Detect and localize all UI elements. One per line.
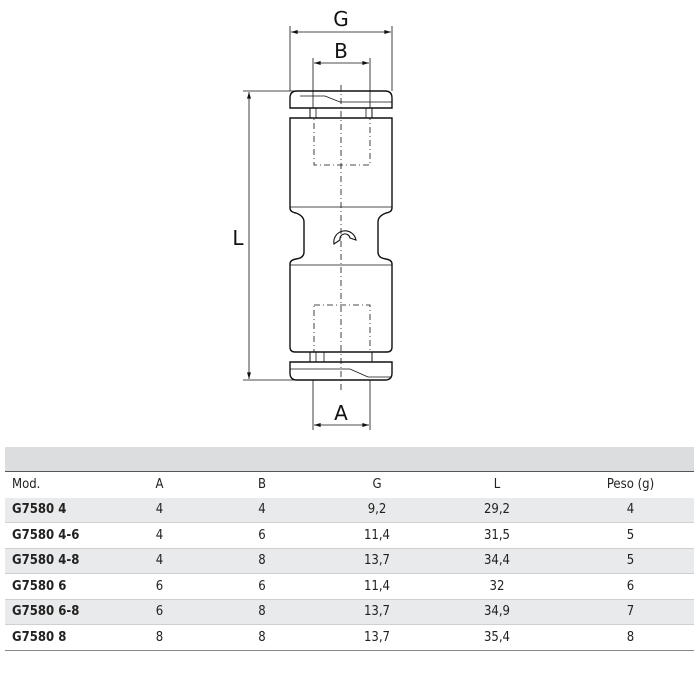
table-title-band — [5, 447, 694, 471]
value-cell: 6 — [197, 573, 327, 600]
dimension-lines — [243, 26, 393, 430]
value-cell: 34,9 — [427, 599, 567, 625]
value-cell: 4 — [122, 522, 197, 549]
value-cell: 35,4 — [427, 624, 567, 651]
value-cell: 5 — [567, 522, 694, 549]
value-cell: 9,2 — [327, 497, 427, 523]
value-cell: 8 — [197, 599, 327, 625]
value-cell: 13,7 — [327, 624, 427, 651]
dimension-label-g: G — [333, 7, 349, 31]
hidden-lines — [313, 85, 371, 390]
column-header: Peso (g) — [567, 471, 694, 498]
value-cell: 6 — [567, 573, 694, 600]
value-cell: 31,5 — [427, 522, 567, 549]
value-cell: 13,7 — [327, 548, 427, 574]
model-cell: G7580 4-8 — [5, 548, 122, 574]
value-cell: 4 — [197, 497, 327, 523]
value-cell: 8 — [197, 624, 327, 651]
value-cell: 29,2 — [427, 497, 567, 523]
value-cell: 13,7 — [327, 599, 427, 625]
value-cell: 8 — [122, 624, 197, 651]
column-header: A — [122, 471, 197, 498]
value-cell: 4 — [567, 497, 694, 523]
model-cell: G7580 4 — [5, 497, 122, 523]
model-cell: G7580 4-6 — [5, 522, 122, 549]
model-cell: G7580 6-8 — [5, 599, 122, 625]
column-header: L — [427, 471, 567, 498]
value-cell: 34,4 — [427, 548, 567, 574]
dimension-label-b: B — [334, 39, 348, 63]
value-cell: 6 — [197, 522, 327, 549]
value-cell: 7 — [567, 599, 694, 625]
value-cell: 8 — [567, 624, 694, 651]
value-cell: 11,4 — [327, 522, 427, 549]
value-cell: 32 — [427, 573, 567, 600]
model-cell: G7580 6 — [5, 573, 122, 600]
value-cell: 4 — [122, 497, 197, 523]
value-cell: 6 — [122, 599, 197, 625]
value-cell: 4 — [122, 548, 197, 574]
value-cell: 6 — [122, 573, 197, 600]
column-header: B — [197, 471, 327, 498]
dimension-label-l: L — [232, 226, 244, 250]
dimension-label-a: A — [334, 401, 348, 425]
model-cell: G7580 8 — [5, 624, 122, 651]
column-header: G — [327, 471, 427, 498]
column-header: Mod. — [5, 471, 122, 498]
value-cell: 11,4 — [327, 573, 427, 600]
value-cell: 8 — [197, 548, 327, 574]
value-cell: 5 — [567, 548, 694, 574]
fitting-technical-drawing: G B L A — [232, 7, 393, 430]
